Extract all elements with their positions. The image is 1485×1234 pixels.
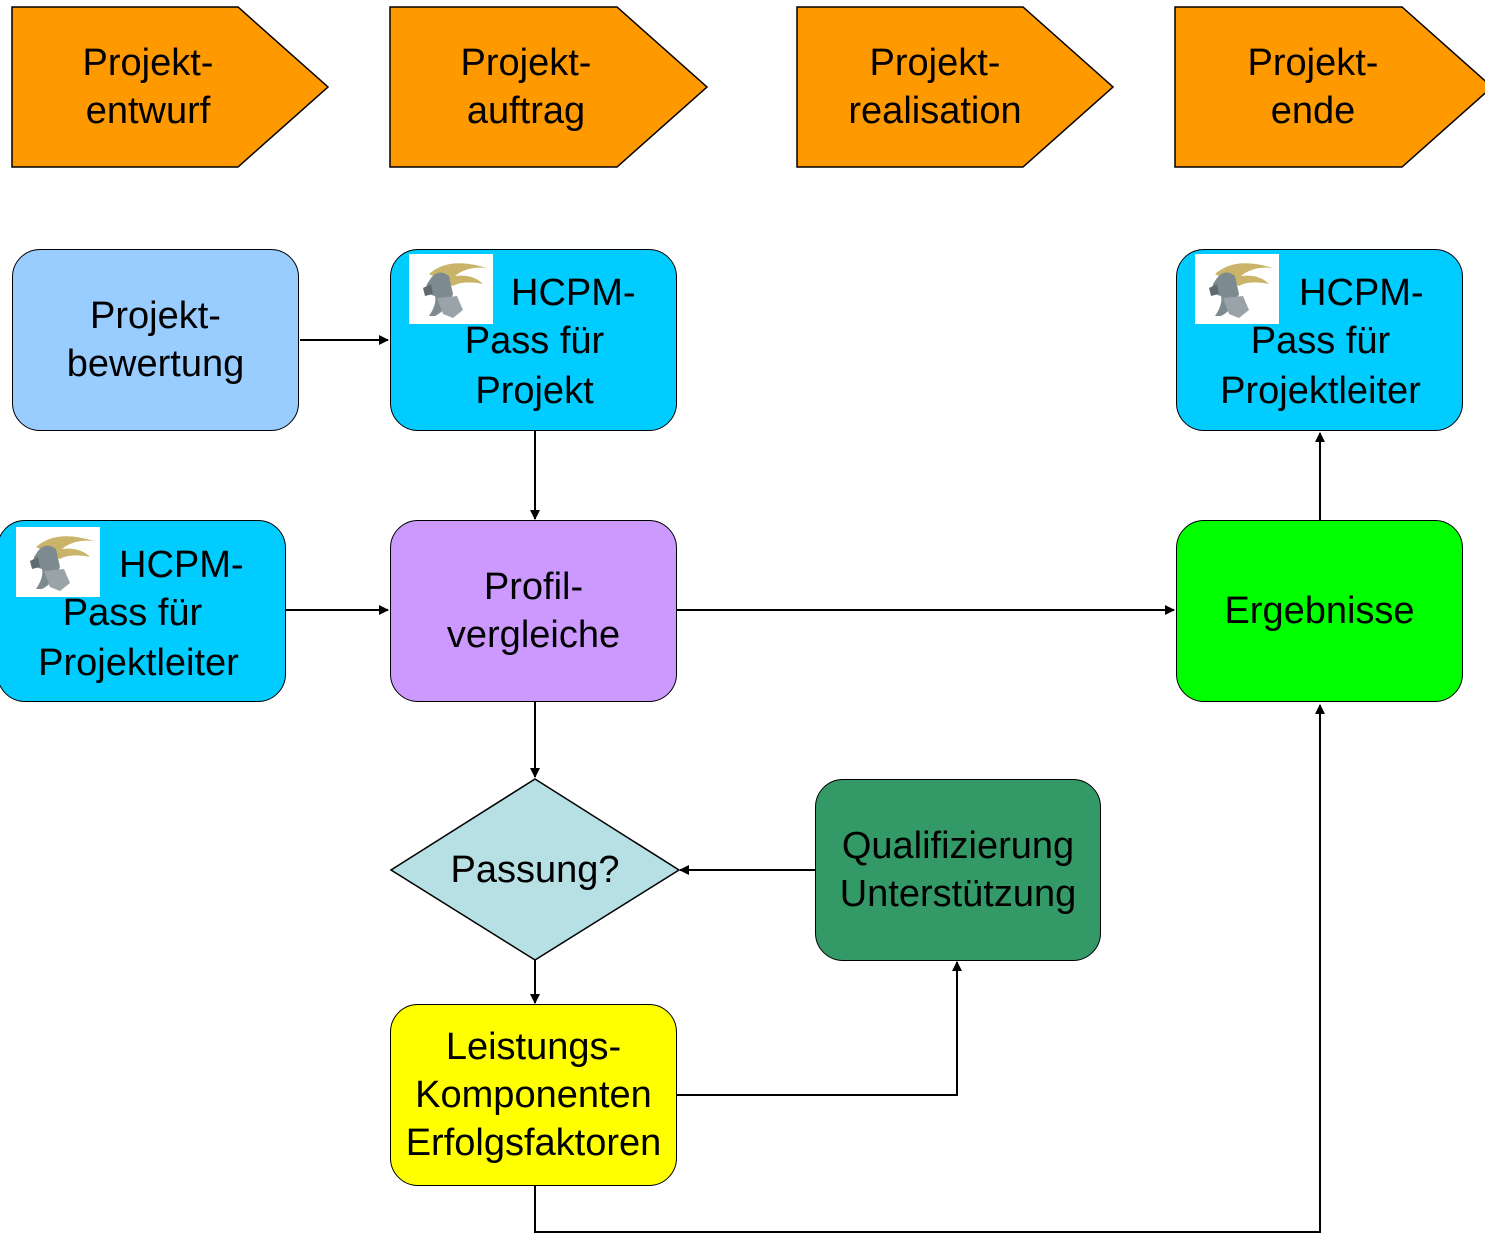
node-ergebnisse: Ergebnisse: [1176, 520, 1463, 702]
pass-projekt-line1: Pass für: [464, 320, 605, 362]
profilvergleiche-line1: Profil-: [483, 566, 584, 608]
lion-logo-icon: [1195, 254, 1279, 324]
phase-entwurf-line1: Projekt-: [82, 42, 214, 84]
passung-label: Passung?: [391, 845, 679, 895]
lion-logo-icon: [16, 527, 100, 597]
phase-auftrag: Projekt- auftrag: [390, 7, 662, 167]
pass-leiter-left-line1: Pass für: [62, 592, 203, 634]
pass-projekt-line2: Projekt: [475, 370, 594, 412]
phase-ende: Projekt- ende: [1175, 7, 1451, 167]
profilvergleiche-line2: vergleiche: [446, 614, 621, 656]
pass-leiter-right-line2: Projektleiter: [1220, 370, 1421, 412]
node-qualifizierung: Qualifizierung Unterstützung: [815, 779, 1101, 961]
leistung-line1: Leistungs-: [445, 1026, 622, 1068]
node-pass-projektleiter-right: HCPM- Pass für Projektleiter: [1176, 249, 1463, 431]
lion-logo-icon: [409, 254, 493, 324]
phase-entwurf: Projekt- entwurf: [12, 7, 284, 167]
leistung-line3: Erfolgsfaktoren: [405, 1122, 662, 1164]
node-profilvergleiche: Profil- vergleiche: [390, 520, 677, 702]
arrow-leistung-to-qualifizierung: [677, 961, 962, 1096]
phase-auftrag-line2: auftrag: [466, 90, 586, 132]
qualifizierung-line2: Unterstützung: [839, 873, 1077, 915]
ergebnisse-label: Ergebnisse: [1224, 590, 1415, 632]
phase-shape-realisation: [796, 6, 1115, 168]
phase-ende-line1: Projekt-: [1247, 42, 1379, 84]
pass-leiter-left-line2: Projektleiter: [38, 642, 239, 684]
node-leistung: Leistungs- Komponenten Erfolgsfaktoren: [390, 1004, 677, 1186]
node-projektbewertung: Projekt- bewertung: [12, 249, 299, 431]
passung-text: Passung?: [450, 849, 620, 891]
phase-shape-auftrag: [389, 6, 709, 168]
pass-leiter-right-head: HCPM-: [1299, 272, 1424, 314]
arrow-leistung-to-ergebnisse: [534, 704, 1325, 1233]
qualifizierung-line1: Qualifizierung: [841, 825, 1075, 867]
phase-entwurf-line2: entwurf: [85, 90, 211, 132]
node-pass-projektleiter-left: HCPM- Pass für Projektleiter: [0, 520, 286, 702]
node-pass-projekt: HCPM- Pass für Projekt: [390, 249, 677, 431]
phase-ende-line2: ende: [1270, 90, 1356, 132]
passung-diamond: [389, 778, 681, 961]
phase-shape-ende: [1174, 6, 1485, 168]
phase-auftrag-line1: Projekt-: [460, 42, 592, 84]
projektbewertung-line1: Projekt-: [90, 295, 221, 337]
pass-projekt-head: HCPM-: [511, 272, 636, 314]
pass-leiter-right-line1: Pass für: [1250, 320, 1391, 362]
leistung-line2: Komponenten: [415, 1074, 652, 1116]
phase-shape-entwurf: [11, 6, 330, 168]
phase-realisation-line2: realisation: [848, 90, 1022, 132]
pass-leiter-left-head: HCPM-: [119, 544, 244, 586]
phase-realisation-line1: Projekt-: [869, 42, 1001, 84]
phase-realisation: Projekt- realisation: [797, 7, 1073, 167]
projektbewertung-line2: bewertung: [66, 343, 245, 385]
